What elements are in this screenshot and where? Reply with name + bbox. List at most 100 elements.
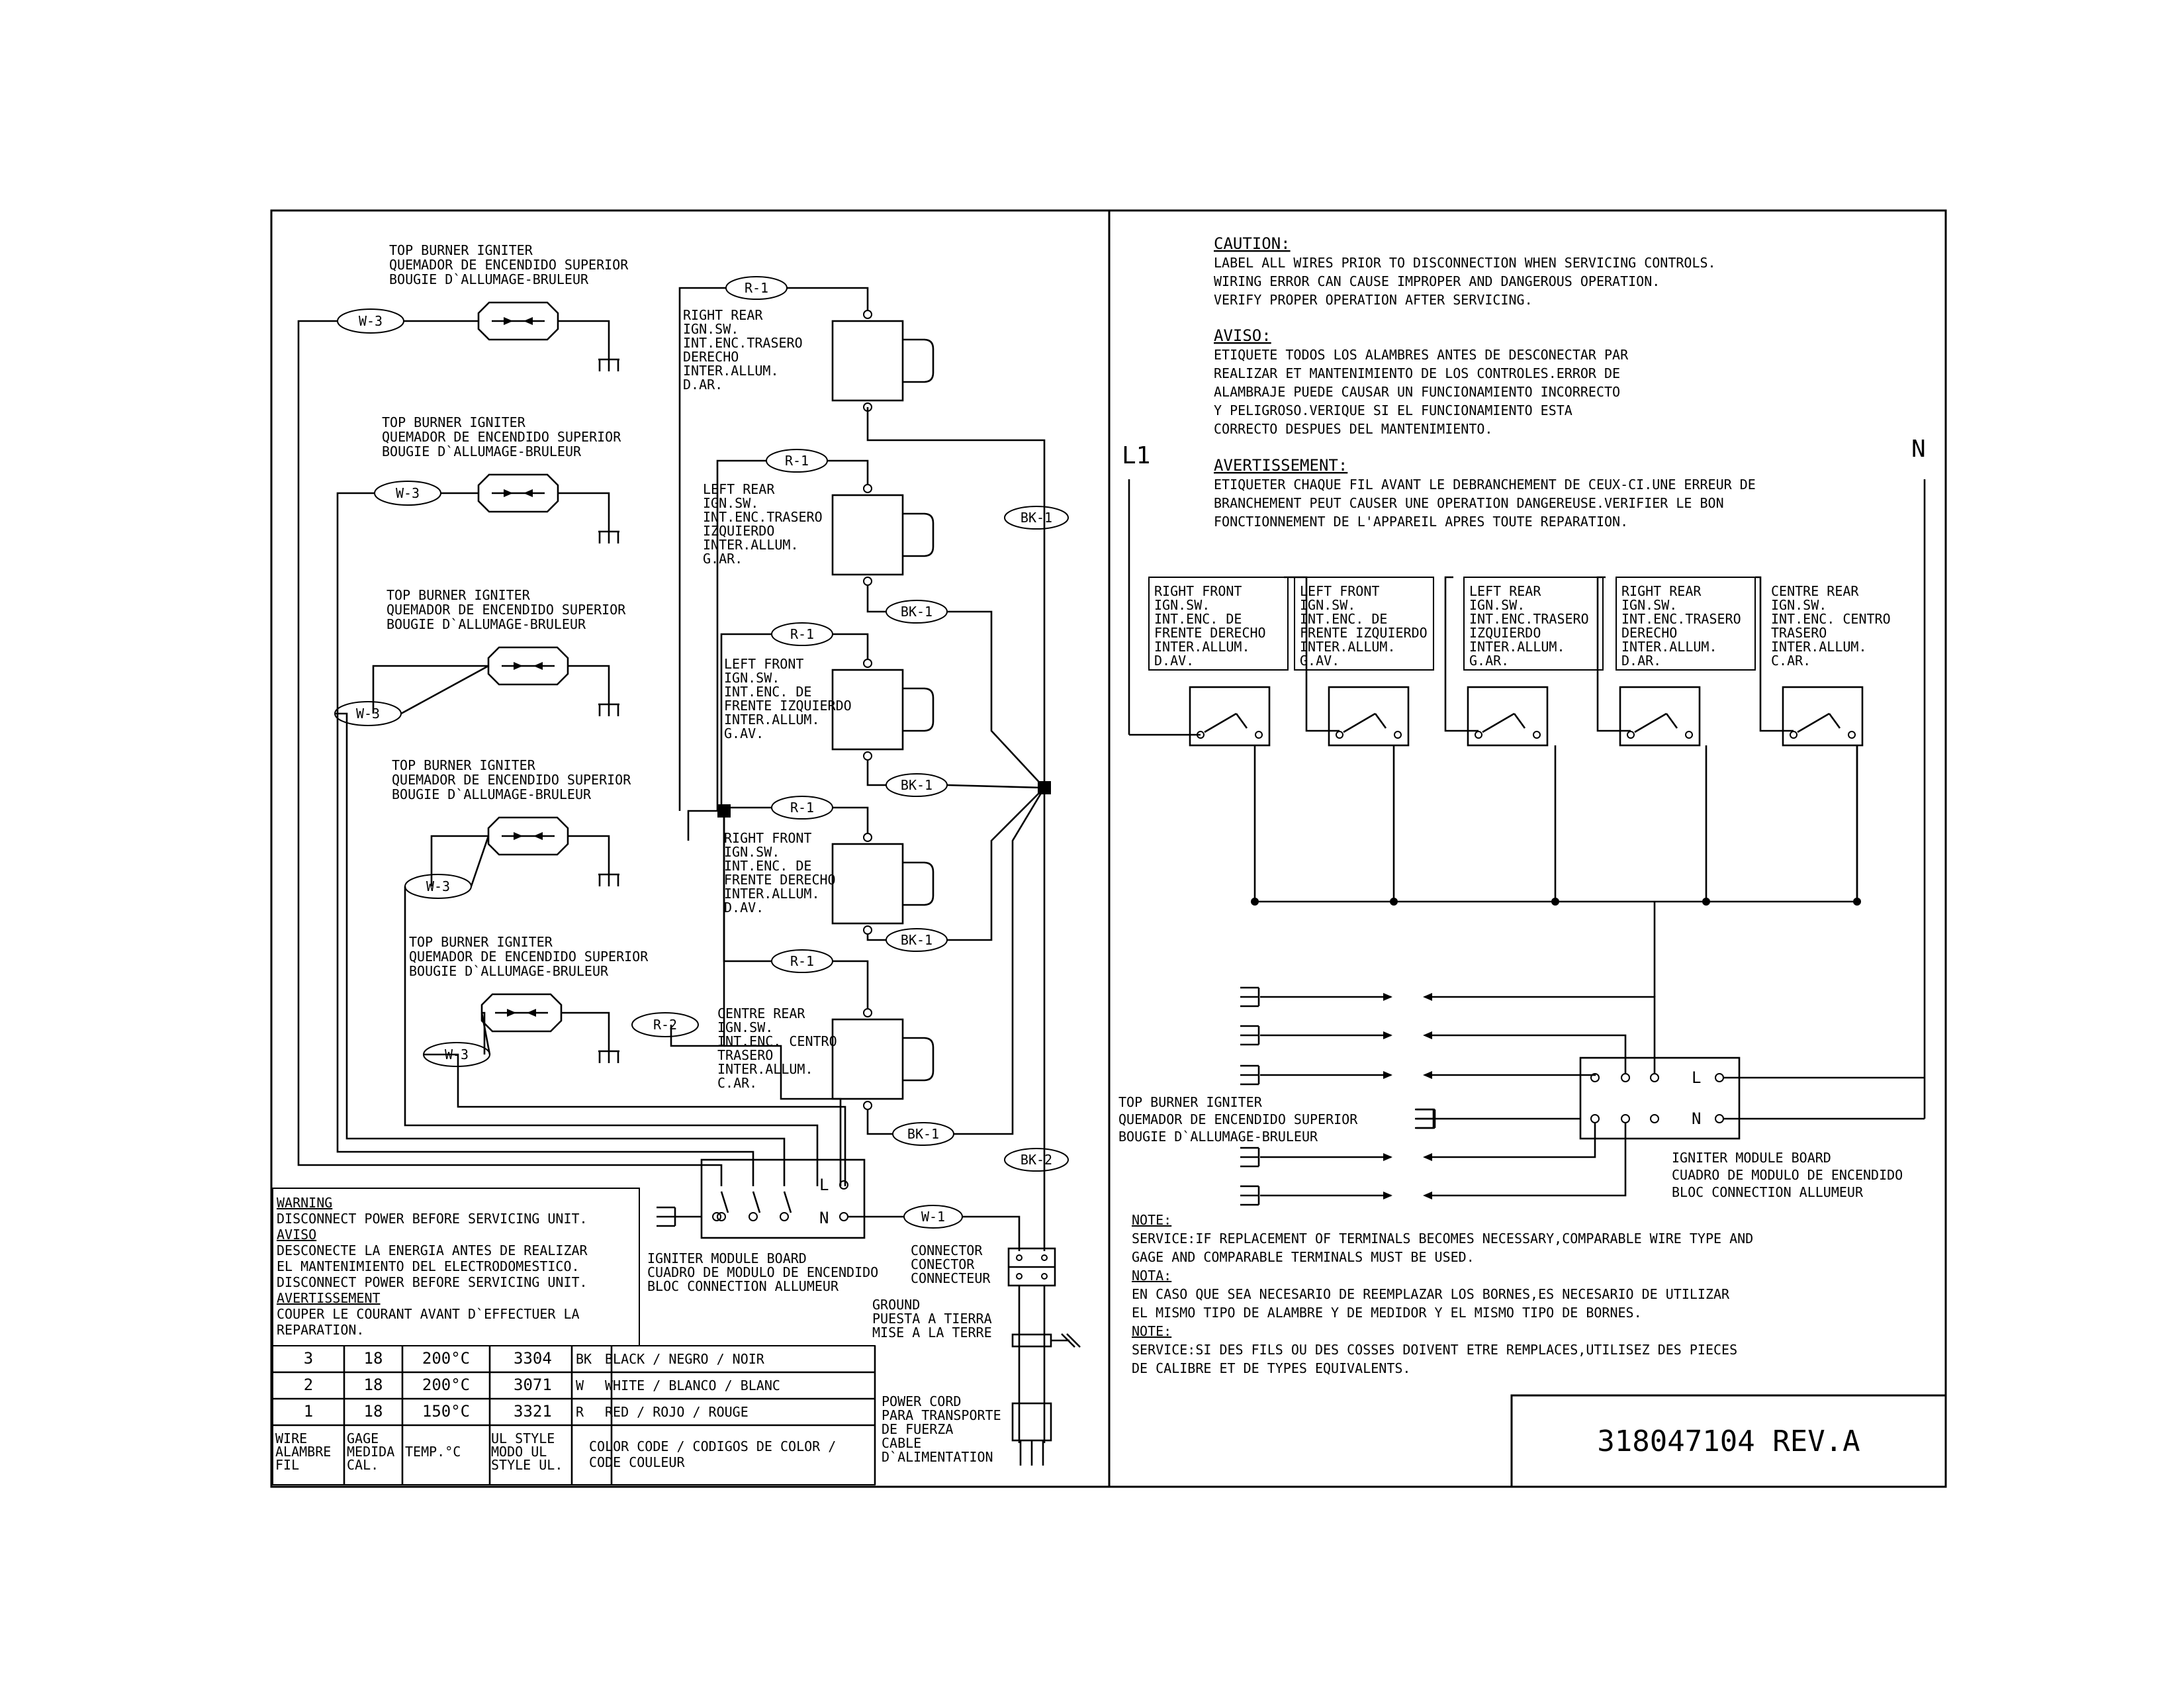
r1-wire	[720, 633, 772, 811]
switch-terminal	[1533, 731, 1541, 739]
connector-label: CONECTOR	[911, 1256, 975, 1272]
igniter-ground-lead	[558, 320, 610, 345]
arrow-left-icon	[1423, 1071, 1432, 1079]
switch-label: INTER.ALLUM.	[724, 712, 820, 727]
igniter-arrow-icon	[507, 1009, 516, 1017]
module-terminal	[712, 1212, 721, 1221]
module-contact	[783, 1191, 792, 1213]
w3-label	[374, 481, 441, 506]
switch-label-box	[1615, 577, 1756, 671]
ignition-switch-body	[831, 320, 904, 402]
table-header: COLOR CODE / CODIGOS DE COLOR /	[589, 1438, 836, 1454]
table-cell: W	[576, 1378, 584, 1393]
module-caption: IGNITER MODULE BOARD	[647, 1250, 807, 1266]
arrow-right-icon	[1383, 1153, 1392, 1161]
aviso-text: ALAMBRAJE PUEDE CAUSAR UN FUNCIONAMIENTO…	[1214, 384, 1620, 400]
schematic-switch-label: LEFT REAR	[1469, 583, 1541, 599]
schematic-switch-label: INTER.ALLUM.	[1771, 639, 1867, 655]
w3-wire	[297, 320, 723, 1186]
w3-label	[337, 308, 404, 334]
switch-terminal	[863, 925, 872, 935]
arrow-right-icon	[1383, 993, 1392, 1001]
schematic-switch-label: D.AV.	[1154, 653, 1194, 669]
igniter-ground-lead	[568, 665, 610, 690]
switch-blade	[1343, 712, 1376, 733]
r1-wire	[723, 806, 772, 811]
switch-label: IGN.SW.	[683, 321, 739, 337]
schematic-switch-label: G.AR.	[1469, 653, 1509, 669]
burner-title-en: TOP BURNER IGNITER	[409, 934, 553, 950]
bk1-wire	[866, 407, 1046, 788]
notes-text: NOTE:	[1132, 1212, 1171, 1228]
ignition-switch-knob-icon	[903, 1037, 934, 1082]
r1-label	[766, 449, 828, 473]
igniter-arrow-icon	[523, 317, 533, 325]
warning-text: WARNING	[277, 1195, 332, 1211]
schematic-switch-label: INT.ENC. DE	[1300, 611, 1387, 627]
aviso-text: ETIQUETE TODOS LOS ALAMBRES ANTES DE DES…	[1214, 347, 1629, 363]
igniter-lead	[482, 1011, 486, 1055]
module-terminal	[839, 1212, 848, 1221]
arrow-left-icon	[1423, 1031, 1432, 1039]
schematic-switch-label: FRENTE DERECHO	[1154, 625, 1266, 641]
switch-label-box	[1463, 577, 1604, 671]
caution-text: WIRING ERROR CAN CAUSE IMPROPER AND DANG…	[1214, 273, 1660, 289]
warning-text: DISCONNECT POWER BEFORE SERVICING UNIT.	[277, 1274, 588, 1290]
ground-label: PUESTA A TIERRA	[872, 1311, 992, 1327]
switch-terminal	[1685, 731, 1693, 739]
aviso-text: CORRECTO DESPUES DEL MANTENIMIENTO.	[1214, 421, 1492, 437]
schematic-switch-label: IGN.SW.	[1300, 597, 1355, 613]
burner-title-fr: BOUGIE D`ALLUMAGE-BRULEUR	[389, 271, 589, 287]
terminal	[1041, 1254, 1048, 1261]
ignition-switch-knob-icon	[903, 338, 934, 383]
igniter-feed	[1432, 1034, 1627, 1074]
notes-text: SERVICE:SI DES FILS OU DES COSSES DOIVEN…	[1132, 1342, 1737, 1358]
igniter-module-board	[700, 1158, 866, 1239]
table-header: CAL.	[347, 1457, 379, 1473]
switch-terminal	[1627, 731, 1635, 739]
ground-label: MISE A LA TERRE	[872, 1325, 992, 1340]
schematic-switch-label: INTER.ALLUM.	[1621, 639, 1717, 655]
schematic-module-board	[1579, 1056, 1741, 1140]
w3-label-text: W-3	[426, 878, 450, 894]
power-cord-label: D`ALIMENTATION	[882, 1449, 993, 1465]
burner-title-es: QUEMADOR DE ENCENDIDO SUPERIOR	[392, 772, 631, 788]
switch-label: LEFT FRONT	[724, 656, 803, 672]
switch-label: INTER.ALLUM.	[683, 363, 779, 379]
table-cell: 200°C	[422, 1376, 470, 1394]
burner-title-en: TOP BURNER IGNITER	[387, 587, 531, 603]
w3-wire	[336, 492, 754, 1186]
igniter-arrow-icon	[504, 489, 513, 497]
schematic-feed	[1596, 576, 1631, 732]
schematic-switch-label: RIGHT REAR	[1621, 583, 1702, 599]
switch-label: INT.ENC. CENTRO	[717, 1033, 837, 1049]
table-cell: 200°C	[422, 1349, 470, 1368]
burner-title-en: TOP BURNER IGNITER	[392, 757, 536, 773]
switch-label: IGN.SW.	[717, 1019, 773, 1035]
schematic-switch	[1619, 686, 1701, 747]
igniter-arrow-icon	[533, 832, 543, 840]
notes-text: NOTE:	[1132, 1323, 1171, 1339]
switch-label: IGN.SW.	[724, 670, 780, 686]
module-terminal	[839, 1180, 848, 1190]
switch-terminal	[863, 577, 872, 586]
r1-label-text: R-1	[745, 280, 768, 296]
l1-label: L1	[1122, 442, 1150, 469]
switch-label: RIGHT REAR	[683, 307, 763, 323]
w1-label-text: W-1	[921, 1209, 945, 1225]
warning-text: AVERTISSEMENT	[277, 1290, 381, 1306]
switch-label: INTER.ALLUM.	[703, 537, 799, 553]
bk1-label-text: BK-1	[901, 932, 933, 948]
bk1-wire	[947, 610, 1045, 788]
igniter-ground-lead	[561, 1011, 610, 1037]
arrow-right-icon	[1383, 1192, 1392, 1199]
aviso-text: AVISO:	[1214, 326, 1271, 345]
schematic-switch-label: INTER.ALLUM.	[1300, 639, 1396, 655]
w3-wire	[335, 712, 786, 1186]
switch-label: INT.ENC.TRASERO	[703, 509, 823, 525]
ignition-switch-body	[831, 1018, 904, 1100]
terminal	[1621, 1073, 1630, 1082]
warning-text: REPARATION.	[277, 1322, 364, 1338]
switch-label: FRENTE IZQUIERDO	[724, 698, 852, 714]
bk1-wire	[866, 934, 886, 941]
